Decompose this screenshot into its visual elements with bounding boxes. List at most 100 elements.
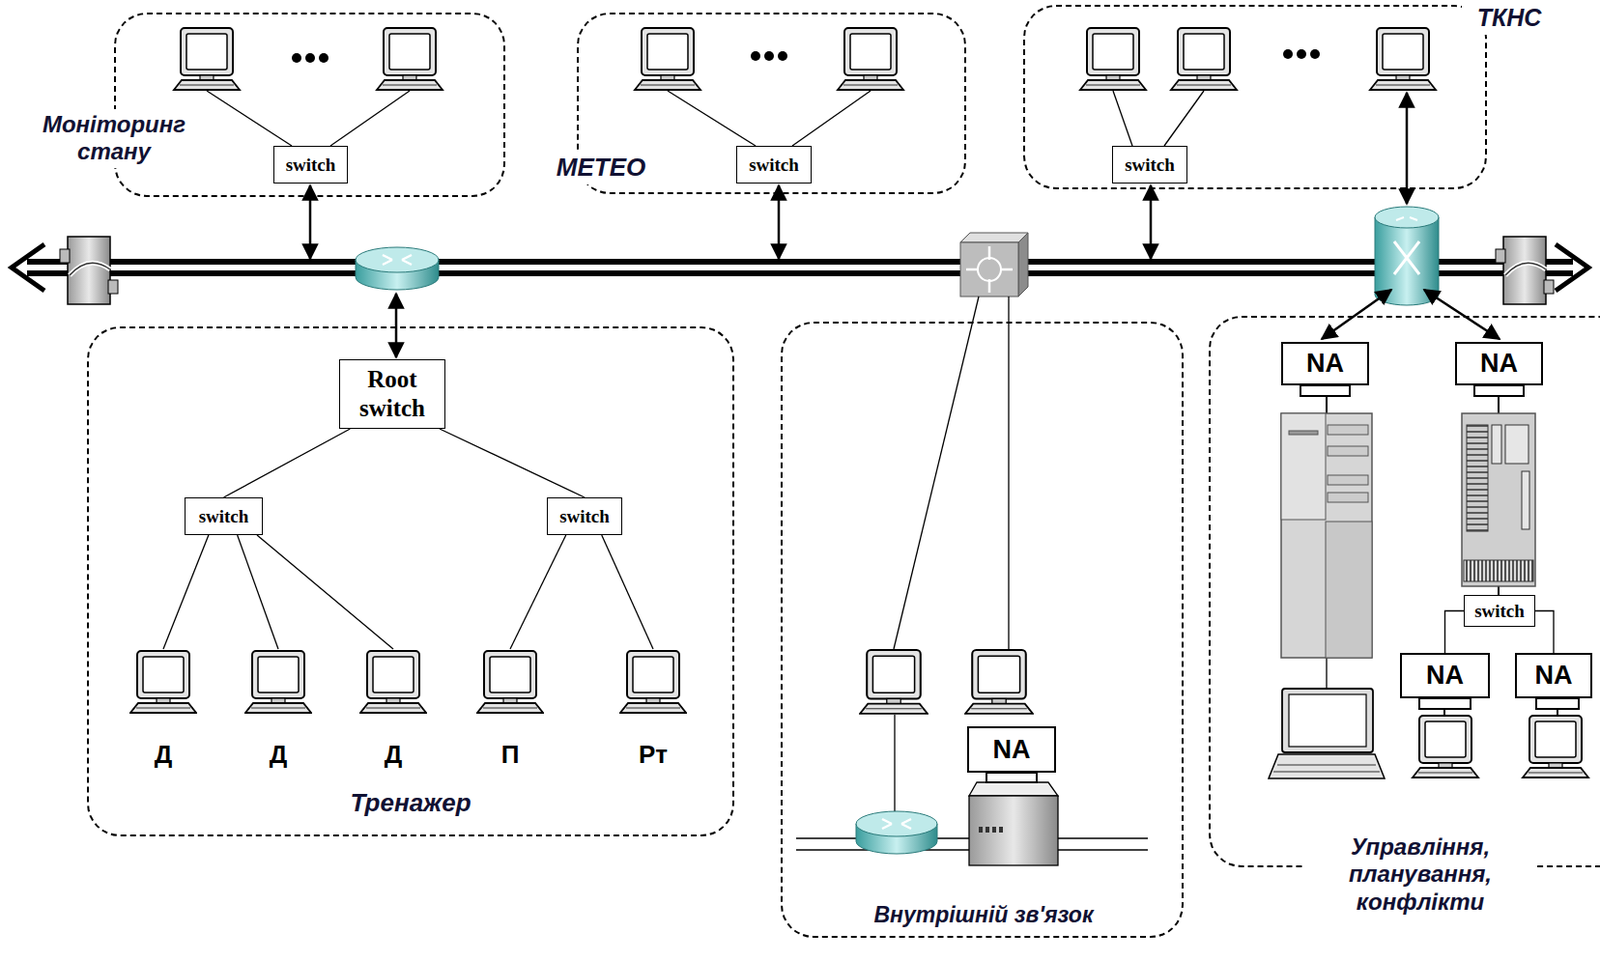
drawing-part (376, 28, 443, 90)
workstation-label: Рт (619, 740, 687, 771)
drawing-part (1412, 715, 1479, 778)
drawing-part (1007, 296, 1009, 650)
drawing-part (1325, 521, 1372, 658)
repeater-icon (59, 236, 1554, 305)
group-heading: МЕТЕО (540, 150, 662, 185)
group-heading: Моніторинг стану (19, 109, 209, 169)
drawing-part (1325, 657, 1327, 689)
box-label: NA (993, 735, 1031, 766)
drawing-part (1296, 49, 1307, 59)
drawing-part (1505, 262, 1546, 276)
drawing-part (1018, 232, 1029, 297)
group-heading: Управління, планування, конфлікти (1304, 831, 1537, 918)
drawing-part (108, 280, 118, 294)
server-icon (1281, 413, 1372, 658)
drawing-part (882, 819, 912, 829)
drawing-part (985, 827, 990, 833)
workstation-node: Рт (619, 649, 687, 771)
box-label: switch (1474, 600, 1525, 623)
drawing-part (1113, 90, 1133, 146)
group-heading: Тренажер (88, 788, 733, 819)
box-label: switch (748, 154, 800, 176)
drawing-part (1327, 492, 1369, 503)
drawing-part (27, 270, 1573, 277)
connector (439, 428, 585, 498)
connector (601, 535, 654, 650)
drawing-part (965, 650, 1033, 715)
drawing-part (11, 244, 45, 291)
drawing-part (966, 246, 1013, 293)
drawing-part (992, 827, 997, 833)
drawing-part (1394, 241, 1420, 275)
connector (1535, 611, 1554, 655)
drawing-part (978, 827, 983, 833)
network-adapter-box: NA (1400, 653, 1490, 699)
drawing-part (1405, 92, 1409, 204)
drawing-part (960, 232, 1029, 243)
group-region: ТренажерRoot switchswitchswitchДДДПРт (86, 326, 735, 837)
connector (1445, 611, 1465, 655)
drawing-part (1497, 396, 1500, 414)
drawing-part (318, 53, 329, 63)
drawing-part (893, 714, 895, 812)
connector (224, 428, 351, 498)
drawing-part (1288, 694, 1367, 747)
network-adapter-box: NA (967, 726, 1057, 773)
network-adapter-box: NA (1281, 342, 1370, 386)
drawing-part (1374, 206, 1439, 229)
box-label: NA (1535, 660, 1573, 691)
switch-box: switch (273, 145, 348, 184)
drawing-part (1281, 413, 1372, 658)
switch-box: switch (1112, 145, 1188, 184)
drawing-part (1503, 236, 1546, 305)
group-region: Внутрішній зв'язокNA (780, 321, 1184, 939)
internal-line (796, 772, 1148, 866)
drawing-part (750, 51, 761, 61)
drawing-part (893, 296, 979, 650)
drawing-part (1321, 289, 1392, 340)
drawing-part (1282, 688, 1373, 753)
drawing-part (173, 28, 240, 90)
router-icon (1374, 206, 1439, 306)
drawing-part (355, 247, 439, 273)
drawing-part (856, 811, 938, 855)
drawing-part (1325, 396, 1328, 414)
drawing-part (1543, 280, 1554, 294)
network-adapter-box: NA (1455, 342, 1543, 386)
drawing-part (1424, 289, 1500, 340)
drawing-part (1171, 28, 1237, 90)
box-label: switch (199, 506, 250, 528)
drawing-part (382, 255, 412, 265)
drawing-part (67, 236, 111, 305)
drawing-part (634, 28, 701, 90)
drawing-part (1556, 709, 1559, 715)
drawing-part (777, 185, 781, 259)
workstation-label: Д (244, 740, 313, 771)
server-icon (1461, 413, 1536, 587)
network-adapter-box: NA (1514, 653, 1593, 699)
drawing-part (792, 90, 871, 146)
drawing-part (977, 257, 1001, 282)
drawing-part (1443, 709, 1446, 715)
drawing-part (1491, 425, 1502, 464)
group-region: Моніторинг стануswitch (114, 12, 506, 198)
connector (163, 535, 209, 650)
workstation-icon (244, 649, 313, 715)
drawing-part (1521, 471, 1530, 530)
drawing-part (999, 827, 1003, 833)
switch-icon (960, 232, 1029, 297)
drawing-part (395, 293, 399, 358)
ellipsis-dots (291, 49, 1320, 63)
drawing-part (1461, 413, 1536, 587)
router-icon (355, 247, 439, 290)
wires (206, 90, 1327, 812)
workstation-label: П (476, 740, 544, 771)
drawing-part (1522, 715, 1589, 778)
drawing-part (1273, 771, 1380, 773)
drawing-part (856, 811, 938, 837)
drawing-part (1300, 385, 1350, 397)
box-label: switch (1124, 154, 1175, 176)
laptop-icon (1268, 688, 1385, 779)
drawing-part (1277, 765, 1376, 767)
drawing-part (1536, 698, 1579, 710)
